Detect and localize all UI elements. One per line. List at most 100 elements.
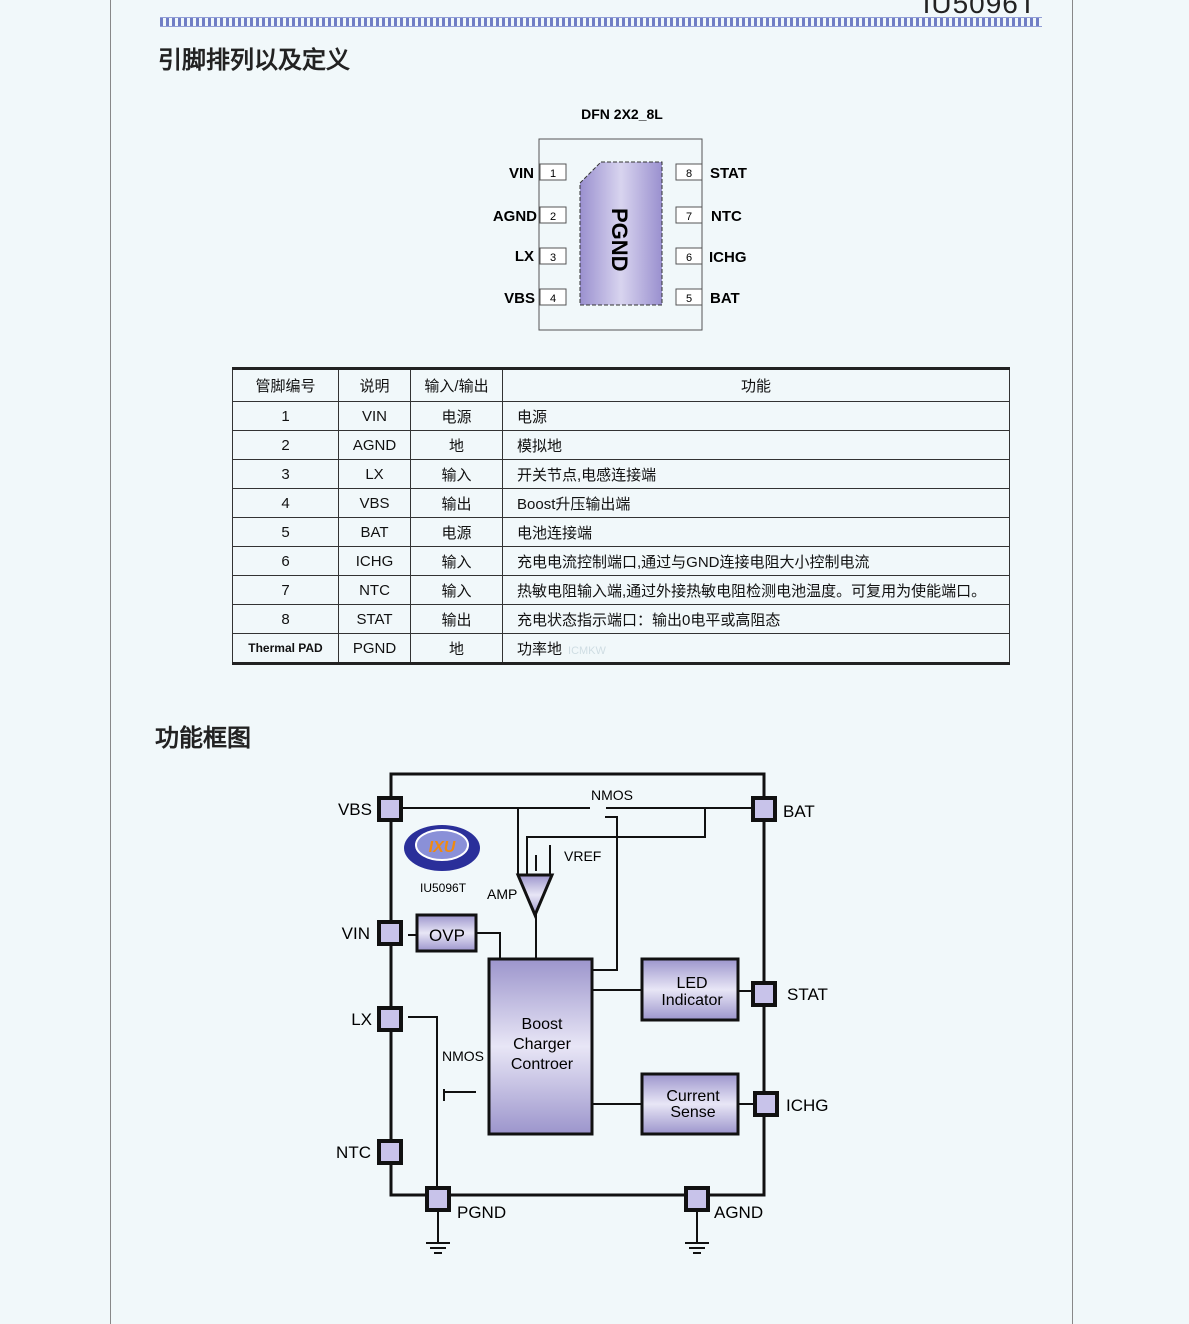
pin-label-bat: BAT bbox=[783, 802, 815, 821]
table-header-row: 管脚编号说明输入/输出功能 bbox=[232, 368, 1010, 402]
table-cell: ICHG bbox=[338, 546, 411, 576]
table-cell: 电池连接端 bbox=[502, 517, 1010, 547]
table-cell: 5 bbox=[232, 517, 339, 547]
svg-text:VREF: VREF bbox=[564, 848, 601, 864]
nmos-top-label: NMOS bbox=[591, 787, 633, 803]
pin-label-vbs: VBS bbox=[338, 800, 372, 819]
pin-6: 6 ICHG bbox=[675, 247, 747, 266]
table-cell: PGND bbox=[338, 633, 411, 664]
table-cell: 热敏电阻输入端,通过外接热敏电阻检测电池温度。可复用为使能端口。 bbox=[502, 575, 1010, 605]
pin-5: 5 BAT bbox=[675, 288, 740, 307]
svg-text:LX: LX bbox=[515, 248, 534, 265]
svg-text:VIN: VIN bbox=[509, 165, 534, 182]
pin-label-ntc: NTC bbox=[336, 1143, 371, 1162]
pin-2: 2 AGND bbox=[493, 206, 567, 225]
svg-text:4: 4 bbox=[550, 293, 556, 305]
svg-text:LED: LED bbox=[676, 975, 707, 992]
pin-label-pgnd: PGND bbox=[457, 1203, 506, 1222]
svg-text:Charger: Charger bbox=[513, 1036, 571, 1053]
svg-text:7: 7 bbox=[686, 211, 692, 223]
exposed-pad bbox=[579, 161, 663, 306]
decorative-divider bbox=[160, 17, 1042, 27]
table-cell: Thermal PAD bbox=[232, 633, 339, 664]
pinout-section-title: 引脚排列以及定义 bbox=[158, 46, 350, 74]
pin-1: 1 VIN bbox=[509, 163, 567, 182]
svg-text:NTC: NTC bbox=[711, 208, 742, 225]
pin-7: 7 NTC bbox=[675, 206, 742, 225]
table-cell: VIN bbox=[338, 401, 411, 431]
table-cell: 地 bbox=[410, 633, 503, 664]
table-cell: 输入 bbox=[410, 575, 503, 605]
table-cell: 8 bbox=[232, 604, 339, 634]
current-sense-block bbox=[640, 1072, 740, 1136]
watermark: ICMKW bbox=[568, 644, 606, 657]
svg-text:5: 5 bbox=[686, 293, 692, 305]
svg-text:3: 3 bbox=[550, 252, 556, 264]
table-cell: 充电电流控制端口,通过与GND连接电阻大小控制电流 bbox=[502, 546, 1010, 576]
pin-label-vin: VIN bbox=[342, 924, 370, 943]
pin-8: 8 STAT bbox=[675, 163, 747, 182]
part-number-header: IU5096T bbox=[922, 0, 1037, 19]
pin-label-agnd: AGND bbox=[714, 1203, 763, 1222]
company-logo: IXU bbox=[404, 825, 480, 871]
table-cell: 电源 bbox=[410, 401, 503, 431]
table-cell: 输入 bbox=[410, 546, 503, 576]
svg-text:IXU: IXU bbox=[429, 839, 456, 856]
svg-text:2: 2 bbox=[550, 211, 556, 223]
svg-text:1: 1 bbox=[550, 168, 556, 180]
pad-label: PGND bbox=[607, 208, 632, 272]
table-cell: 管脚编号 bbox=[232, 368, 339, 402]
table-cell: 3 bbox=[232, 459, 339, 489]
pin-4: 4 VBS bbox=[504, 288, 567, 307]
table-cell: 7 bbox=[232, 575, 339, 605]
svg-text:Controer: Controer bbox=[511, 1056, 574, 1073]
svg-text:BAT: BAT bbox=[710, 290, 740, 307]
boost-controller-block bbox=[487, 957, 594, 1136]
amp-triangle bbox=[515, 873, 555, 919]
table-cell: STAT bbox=[338, 604, 411, 634]
led-indicator-block bbox=[640, 957, 740, 1022]
svg-text:VBS: VBS bbox=[504, 290, 535, 307]
table-cell: 6 bbox=[232, 546, 339, 576]
svg-text:6: 6 bbox=[686, 252, 692, 264]
table-cell: 1 bbox=[232, 401, 339, 431]
block-diagram-title: 功能框图 bbox=[155, 724, 251, 752]
svg-text:OVP: OVP bbox=[429, 926, 465, 945]
svg-text:STAT: STAT bbox=[710, 165, 747, 182]
svg-text:Current: Current bbox=[666, 1088, 720, 1105]
nmos-low-label: NMOS bbox=[442, 1048, 484, 1064]
table-cell: 4 bbox=[232, 488, 339, 518]
table-cell: 输入 bbox=[410, 459, 503, 489]
table-cell: 电源 bbox=[502, 401, 1010, 431]
table-cell: 充电状态指示端口：输出0电平或高阻态 bbox=[502, 604, 1010, 634]
svg-text:AMP: AMP bbox=[487, 886, 517, 902]
svg-text:Sense: Sense bbox=[670, 1104, 715, 1121]
functional-block-diagram: IXU VBS VIN LX NTC BAT STAT ICHG PGND AG… bbox=[336, 772, 829, 1254]
svg-text:8: 8 bbox=[686, 168, 692, 180]
table-cell: 电源 bbox=[410, 517, 503, 547]
table-cell: 输出 bbox=[410, 488, 503, 518]
table-cell: 开关节点,电感连接端 bbox=[502, 459, 1010, 489]
table-cell: 模拟地 bbox=[502, 430, 1010, 460]
svg-text:AGND: AGND bbox=[493, 208, 537, 225]
page-border-left bbox=[110, 0, 111, 1324]
table-cell: BAT bbox=[338, 517, 411, 547]
table-cell: 2 bbox=[232, 430, 339, 460]
pin-label-lx: LX bbox=[351, 1010, 372, 1029]
table-cell: 功能 bbox=[502, 368, 1010, 402]
pin-label-stat: STAT bbox=[787, 985, 828, 1004]
svg-text:Indicator: Indicator bbox=[661, 992, 723, 1009]
table-cell: 说明 bbox=[338, 368, 411, 402]
table-cell: AGND bbox=[338, 430, 411, 460]
svg-text:ICHG: ICHG bbox=[709, 249, 747, 266]
